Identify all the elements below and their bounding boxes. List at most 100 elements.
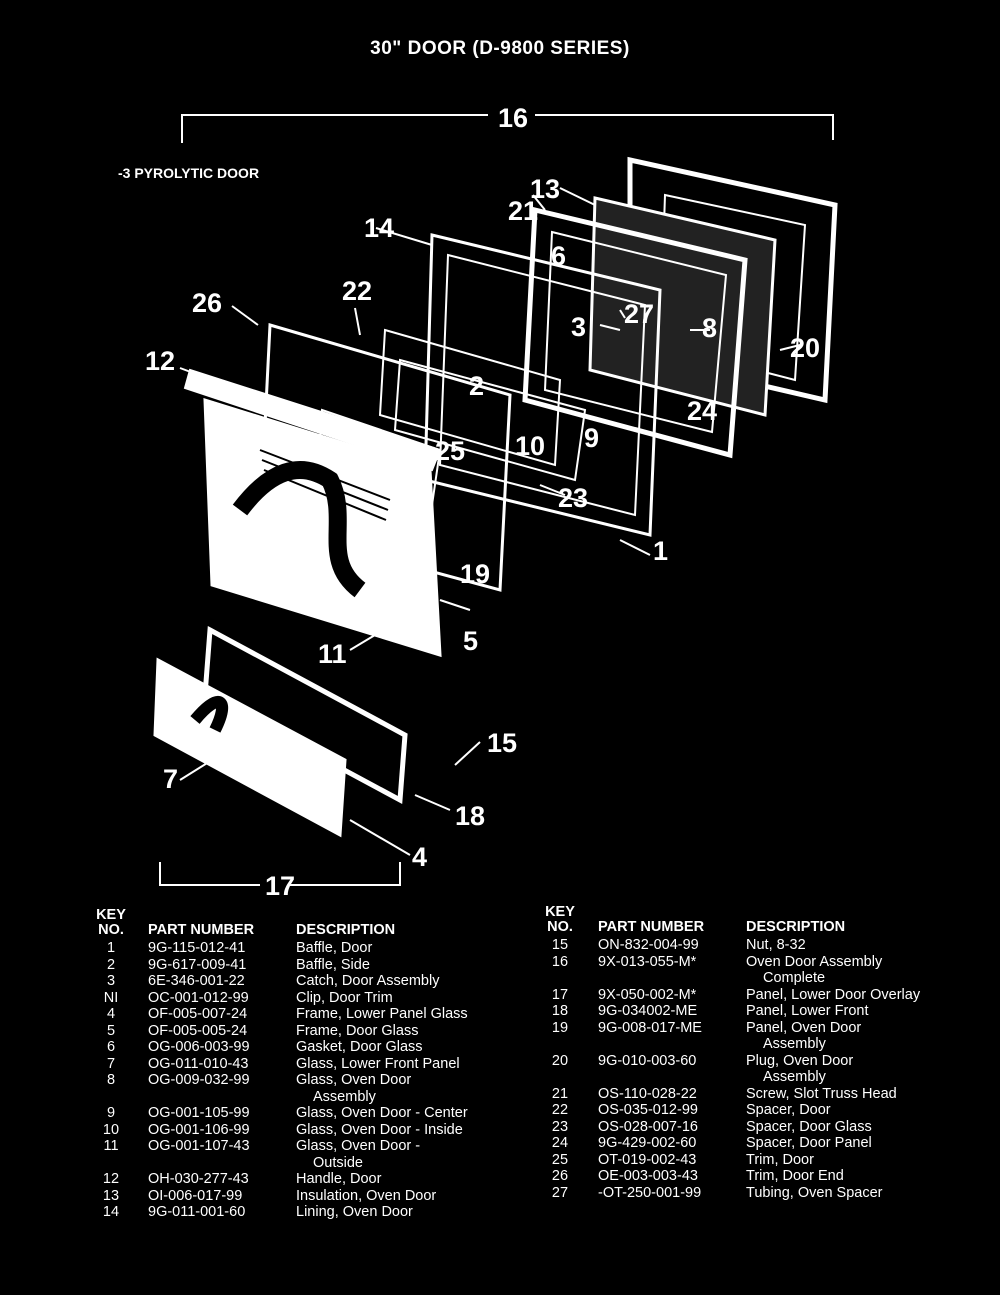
part-number: 9X-050-002-M*	[598, 986, 697, 1003]
callout-18: 18	[455, 801, 485, 831]
description-header: DESCRIPTION	[296, 922, 396, 938]
table-row: 17 9X-050-002-M* Panel, Lower Door Overlay	[535, 987, 975, 1004]
callout-4: 4	[412, 842, 427, 872]
part-description-line2: Assembly	[763, 1036, 826, 1052]
part-description-line1: Oven Door Assembly	[746, 953, 883, 970]
key-number: 17	[551, 986, 569, 1003]
part-description-line1: Trim, Door	[746, 1151, 814, 1168]
key-number: 22	[551, 1102, 569, 1118]
part-description-line2: Outside	[313, 1154, 363, 1171]
key-number: 20	[551, 1052, 569, 1069]
part-number: 9G-617-009-41	[148, 956, 247, 973]
key-number: 27	[551, 1184, 569, 1201]
part-description-line1: Panel, Lower Front	[746, 1003, 869, 1019]
part-number: 9G-008-017-ME	[598, 1019, 702, 1036]
callout-6: 6	[551, 241, 566, 271]
part-description: Panel, Lower Front	[746, 1003, 869, 1020]
part-description-line1: Glass, Oven Door	[296, 1072, 412, 1088]
part-number: OS-028-007-16	[598, 1118, 698, 1135]
key-number: 6	[106, 1039, 116, 1055]
part-description: Baffle, Door	[296, 940, 372, 957]
part-description-line1: Panel, Lower Door Overlay	[746, 986, 921, 1003]
key-number: 25	[551, 1151, 569, 1168]
key-number: 5	[106, 1022, 116, 1039]
part-description: Catch, Door Assembly	[296, 973, 439, 990]
key-number: 7	[106, 1055, 116, 1072]
part-description: Frame, Lower Panel Glass	[296, 1006, 468, 1023]
callout-8: 8	[702, 313, 717, 343]
table-row: 13 OI-006-017-99 Insulation, Oven Door	[84, 1188, 524, 1205]
part-number: -OT-250-001-99	[598, 1184, 702, 1201]
table-row: 25 OT-019-002-43 Trim, Door	[535, 1152, 975, 1169]
part-number: OI-006-017-99	[148, 1187, 243, 1204]
callout-7: 7	[163, 764, 178, 794]
part-description: Gasket, Door Glass	[296, 1039, 423, 1056]
callout-21: 21	[508, 196, 538, 226]
key-number: 13	[102, 1187, 120, 1204]
callout-25: 25	[435, 436, 465, 466]
key-header: KEY	[545, 904, 575, 920]
key-number: 10	[102, 1121, 120, 1138]
part-description: Handle, Door	[296, 1171, 381, 1188]
key-number: 8	[106, 1072, 116, 1088]
part-description-line1: Plug, Oven Door	[746, 1052, 854, 1069]
part-description: Frame, Door Glass	[296, 1023, 418, 1040]
part-number: OG-011-010-43	[148, 1055, 249, 1072]
diagram-subtitle: -3 PYROLYTIC DOOR	[118, 165, 260, 181]
part-description-line1: Clip, Door Trim	[296, 989, 393, 1006]
part-description-line1: Glass, Oven Door - Center	[296, 1105, 468, 1121]
part-description: Spacer, Door Panel	[746, 1135, 872, 1152]
key-number: NI	[103, 989, 119, 1006]
callout-23: 23	[558, 483, 588, 513]
part-description-line1: Lining, Oven Door	[296, 1204, 413, 1220]
callout-22: 22	[342, 276, 372, 306]
part-description-line1: Catch, Door Assembly	[296, 973, 440, 989]
key-number: 21	[551, 1085, 569, 1102]
key-number: 4	[106, 1006, 116, 1022]
part-number: OT-019-002-43	[598, 1151, 697, 1168]
part-number: 9G-429-002-60	[598, 1135, 697, 1151]
part-description: Trim, Door	[746, 1152, 814, 1169]
part-number: OS-035-012-99	[598, 1102, 698, 1118]
part-number: 9G-115-012-41	[148, 940, 246, 956]
callout-26: 26	[192, 288, 222, 318]
part-description-line1: Glass, Oven Door -	[296, 1138, 421, 1154]
part-number: 9G-010-003-60	[598, 1052, 697, 1069]
part-description: Insulation, Oven Door	[296, 1188, 436, 1205]
part-description: Tubing, Oven Spacer	[746, 1185, 882, 1202]
part-number: OG-001-107-43	[148, 1138, 250, 1154]
table-row: 27 -OT-250-001-99 Tubing, Oven Spacer	[535, 1185, 975, 1202]
part-description-line1: Baffle, Side	[296, 956, 370, 973]
part-description: Trim, Door End	[746, 1168, 844, 1185]
part-description: Spacer, Door Glass	[746, 1119, 872, 1136]
no-header: NO.	[98, 922, 124, 938]
part-number-header: PART NUMBER	[148, 922, 255, 938]
description-header: DESCRIPTION	[746, 919, 846, 935]
key-number: 18	[551, 1003, 569, 1019]
part-description: Glass, Oven Door -Outside	[296, 1138, 420, 1171]
part-description-line1: Glass, Oven Door - Inside	[296, 1121, 463, 1138]
table-row: 7 OG-011-010-43 Glass, Lower Front Panel	[84, 1056, 524, 1073]
key-number: 9	[106, 1105, 116, 1121]
key-number: 16	[551, 953, 569, 970]
key-header: KEY	[96, 907, 126, 923]
callout-14: 14	[364, 213, 394, 243]
part-description: Clip, Door Trim	[296, 990, 393, 1007]
part-description-line1: Glass, Lower Front Panel	[296, 1055, 460, 1072]
callout-5: 5	[463, 626, 478, 656]
part-description-line2: Assembly	[763, 1069, 826, 1085]
